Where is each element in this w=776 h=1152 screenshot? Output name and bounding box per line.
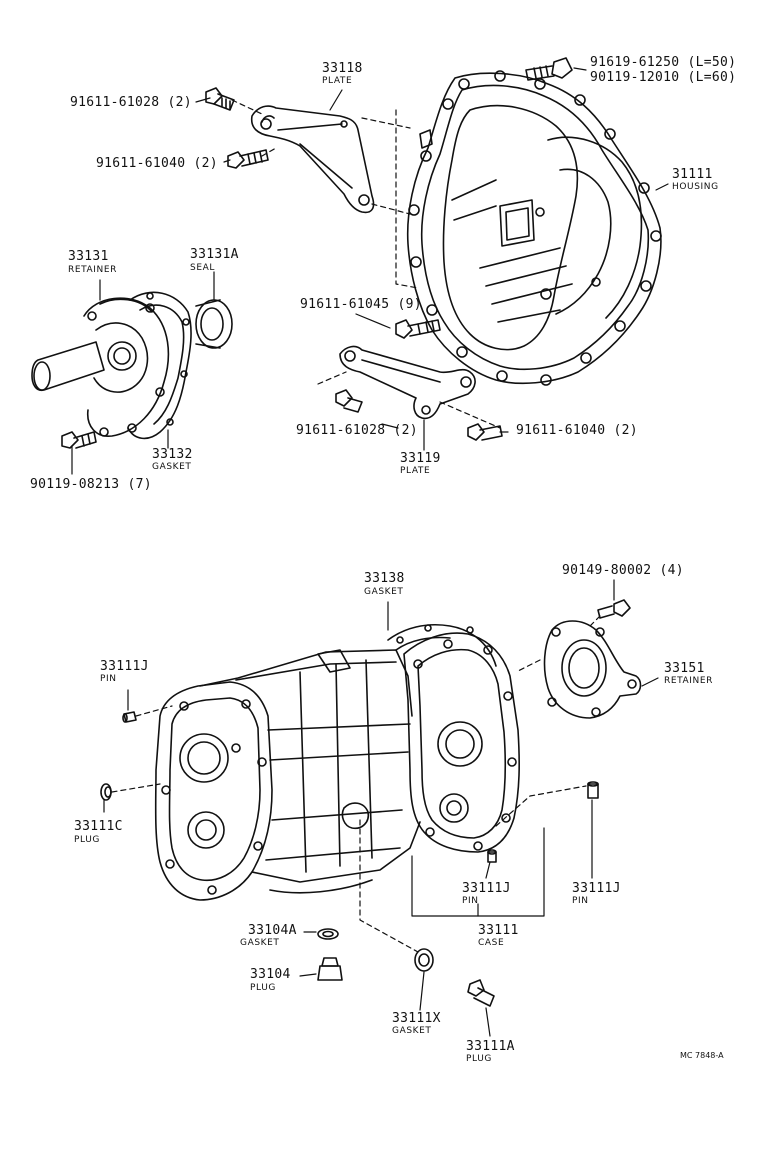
part-name-gasket-33104A: GASKET [240, 938, 280, 948]
bolt-label-90119-12010: 90119-12010 (L=60) [590, 70, 737, 85]
retainer-33151 [543, 620, 642, 719]
part-number-31111: 31111 [672, 167, 713, 182]
part-number-33111X: 33111X [392, 1011, 441, 1026]
part-number-33151: 33151 [664, 661, 705, 676]
plug-33104 [317, 957, 343, 981]
part-name-retainer-33151: RETAINER [664, 676, 714, 686]
seal-33131A [195, 299, 233, 349]
part-name-pin-center: PIN [462, 896, 479, 906]
bolt-label-91611-61040-top: 91611-61040 (2) [96, 156, 218, 171]
part-name-plate: PLATE [322, 76, 353, 86]
bolt-label-90119-08213: 90119-08213 (7) [30, 477, 152, 492]
part-name-seal: SEAL [190, 263, 215, 273]
pin-33111J-left [122, 711, 137, 723]
part-name-plug-33111C: PLUG [74, 835, 100, 845]
part-number-33111: 33111 [478, 923, 519, 938]
bolt-90119-08213 [61, 431, 97, 449]
part-number-33131: 33131 [68, 249, 109, 264]
part-name-pin-left: PIN [100, 674, 117, 684]
gasket-33138 [387, 623, 497, 667]
gasket-33104A [317, 928, 339, 940]
part-name-plug-33111A: PLUG [466, 1054, 492, 1064]
gasket-33111X [414, 948, 434, 972]
part-name-retainer: RETAINER [68, 265, 118, 275]
plug-33111C [100, 783, 112, 801]
part-name-gasket-33132: GASKET [152, 462, 192, 472]
part-name-housing: HOUSING [672, 182, 719, 192]
part-name-gasket-33111X: GASKET [392, 1026, 432, 1036]
part-name-case: CASE [478, 938, 505, 948]
retainer-33131 [31, 297, 170, 437]
drawing-code: MC 7848-A [680, 1051, 724, 1060]
part-number-33111J-right: 33111J [572, 881, 621, 896]
part-number-33104A: 33104A [248, 923, 297, 938]
bolt-label-91611-61045: 91611-61045 (9) [300, 297, 422, 312]
part-number-33111J-center: 33111J [462, 881, 511, 896]
bolt-90149-80002 [597, 599, 631, 619]
part-number-33119: 33119 [400, 451, 441, 466]
part-name-plug-33104: PLUG [250, 983, 276, 993]
bolt-91611-61045 [395, 319, 441, 339]
bolt-91611-61028-top [205, 87, 235, 111]
part-number-33111J-left: 33111J [100, 659, 149, 674]
guide-lines-bottom [111, 615, 601, 953]
part-name-pin-right: PIN [572, 896, 589, 906]
plug-33111A [467, 979, 495, 1007]
part-number-33118: 33118 [322, 61, 363, 76]
part-name-gasket-33138: GASKET [364, 587, 404, 597]
plate-33119 [339, 345, 476, 420]
plate-33118 [250, 105, 375, 214]
bolt-label-91611-61028-top: 91611-61028 (2) [70, 95, 192, 110]
part-number-33111A: 33111A [466, 1039, 515, 1054]
bolt-label-91611-61028-mid: 91611-61028 (2) [296, 423, 418, 438]
pin-33111J-right [587, 781, 599, 799]
transmission-case-33111 [154, 632, 520, 901]
part-number-33104: 33104 [250, 967, 291, 982]
bolt-91611-61028-mid [335, 389, 363, 413]
bolt-91611-61040-top [227, 149, 269, 169]
part-name-plate-33119: PLATE [400, 466, 431, 476]
leader-lines [71, 67, 669, 1037]
bolt-label-91611-61040-mid: 91611-61040 (2) [516, 423, 638, 438]
bolt-91611-61040-mid [467, 423, 503, 441]
bolt-label-90149-80002: 90149-80002 (4) [562, 563, 684, 578]
bolt-91619-61250 [525, 57, 573, 81]
part-number-33111C: 33111C [74, 819, 123, 834]
guide-lines-mid [317, 371, 501, 429]
bolt-label-91619-61250: 91619-61250 (L=50) [590, 55, 737, 70]
clutch-housing-31111 [406, 70, 662, 386]
part-number-33138: 33138 [364, 571, 405, 586]
part-number-33131A: 33131A [190, 247, 239, 262]
pin-33111J-center [487, 849, 497, 863]
gasket-33132 [127, 291, 192, 440]
case-bracket [411, 827, 545, 917]
guide-lines-top [231, 99, 419, 289]
part-number-33132: 33132 [152, 447, 193, 462]
